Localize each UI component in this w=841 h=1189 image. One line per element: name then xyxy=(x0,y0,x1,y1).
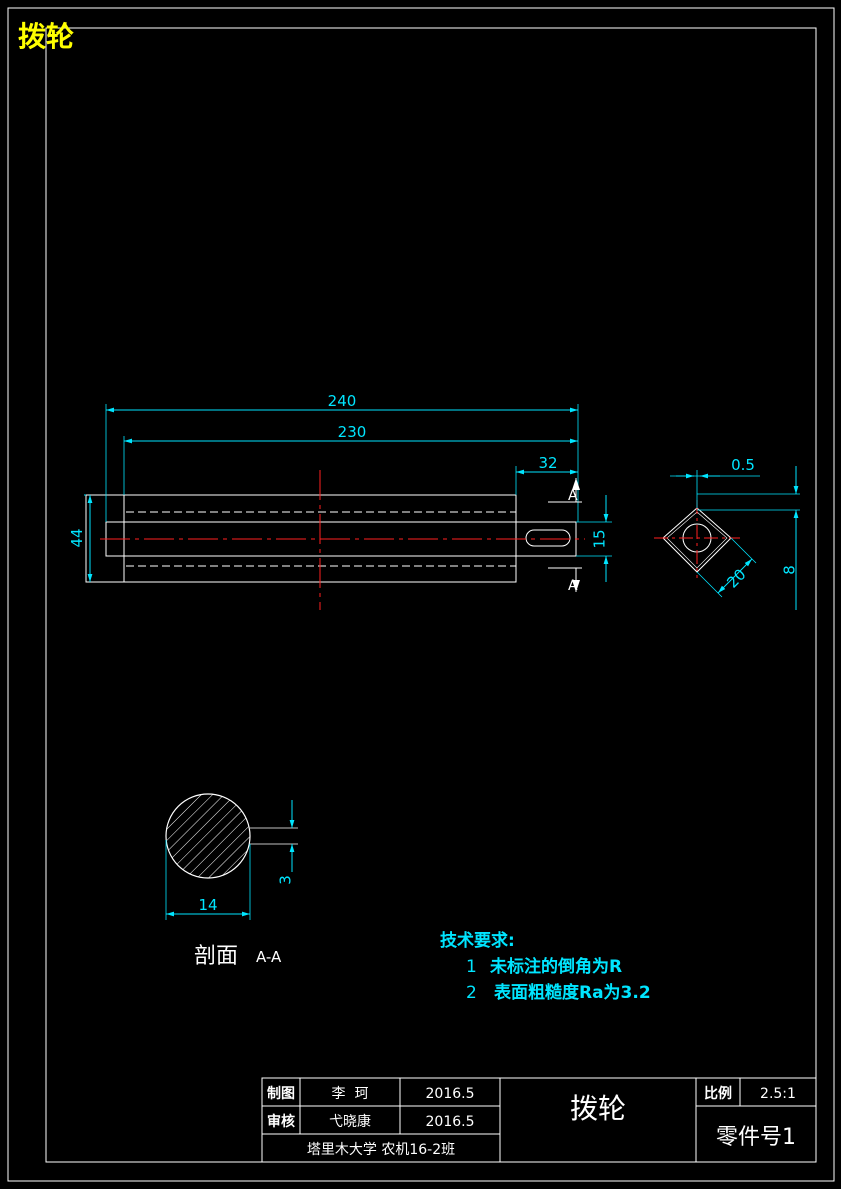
tb-scale-value: 2.5:1 xyxy=(760,1086,796,1102)
section-marker-top: A xyxy=(548,478,582,504)
corner-title: 拨轮 xyxy=(18,20,74,53)
tech-item-1-text: 未标注的倒角为R xyxy=(489,956,622,977)
dim-8: 8 xyxy=(781,565,799,575)
section-label: 剖面 xyxy=(194,944,238,969)
tb-scale-label: 比例 xyxy=(704,1085,732,1102)
tech-heading: 技术要求: xyxy=(440,930,515,951)
shaft-view xyxy=(85,470,585,610)
tb-school: 塔里木大学 农机16-2班 xyxy=(307,1142,455,1158)
dim-14: 14 xyxy=(198,896,217,914)
section-circle xyxy=(165,793,251,879)
inner-border xyxy=(45,27,817,1163)
tech-item-2-num: 2 xyxy=(466,983,477,1003)
outer-border xyxy=(7,7,835,1182)
section-a-a xyxy=(165,793,298,879)
dim-3: 3 xyxy=(277,875,295,885)
tb-checked-label: 审核 xyxy=(267,1113,295,1130)
section-marker-bottom: A xyxy=(548,567,582,594)
tb-checked-name: 弋晓康 xyxy=(329,1113,371,1130)
section-id: A-A xyxy=(256,948,282,966)
tb-drawn-date: 2016.5 xyxy=(426,1086,475,1102)
tb-drawn-name: 李 珂 xyxy=(332,1086,369,1102)
dim-44: 44 xyxy=(68,528,86,547)
end-view xyxy=(654,500,740,578)
dim-32: 32 xyxy=(538,454,557,472)
dim-230: 230 xyxy=(338,423,367,441)
svg-text:A: A xyxy=(568,488,578,504)
dim-20: 20 xyxy=(723,565,749,591)
svg-text:A: A xyxy=(568,578,578,594)
dim-0-5: 0.5 xyxy=(731,456,755,474)
tech-item-1-num: 1 xyxy=(466,957,477,977)
dim-15: 15 xyxy=(591,529,609,548)
tb-part-number: 零件号1 xyxy=(716,1125,796,1150)
title-block xyxy=(261,1077,817,1163)
tb-checked-date: 2016.5 xyxy=(426,1114,475,1130)
tech-item-2-text: 表面粗糙度Ra为3.2 xyxy=(494,982,651,1003)
dim-240: 240 xyxy=(328,392,357,410)
keyway-slot xyxy=(525,529,571,547)
tb-drawn-label: 制图 xyxy=(267,1085,295,1102)
tb-part-name: 拨轮 xyxy=(570,1092,626,1125)
